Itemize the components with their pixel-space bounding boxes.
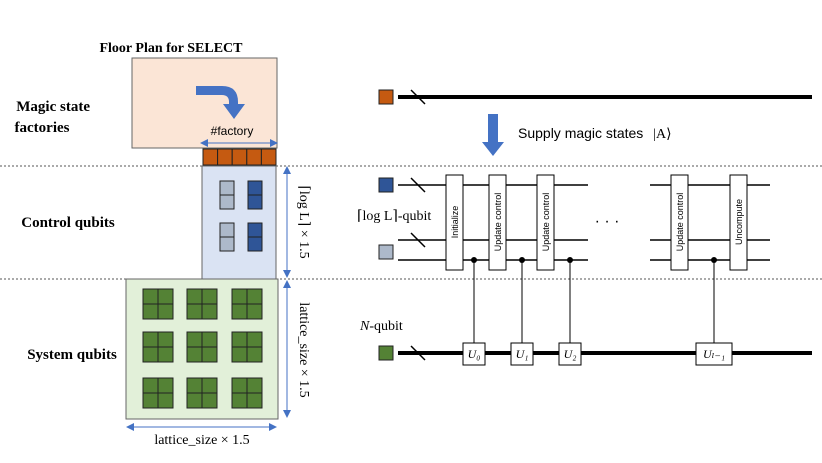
factory-output-cell xyxy=(246,148,262,166)
system-qubit-tile xyxy=(186,377,218,409)
controlled-unitary: U₁ xyxy=(510,257,534,366)
gate-update-control: Update control xyxy=(670,174,689,271)
ellipsis: · · · xyxy=(595,213,620,230)
system-qubit-tile xyxy=(231,331,263,363)
gate-label: Uncompute xyxy=(734,199,744,245)
system-qubit-tile xyxy=(142,331,174,363)
factory-output-cell xyxy=(260,148,277,166)
gate-initialize: Initialize xyxy=(445,174,464,271)
floorplan-title: Floor Plan for SELECT xyxy=(99,41,243,56)
unitary-box xyxy=(510,342,534,366)
unitary-label: U₂ xyxy=(564,347,577,361)
system-qubit-tile xyxy=(186,288,218,320)
gate-label: Update control xyxy=(493,193,503,252)
factory-output-cell xyxy=(217,148,233,166)
circuit-gates: Initialize Update control Update control Up… xyxy=(445,174,748,366)
factory-output-cell xyxy=(202,148,219,166)
bundle-slash xyxy=(410,89,426,105)
factory-output-cell xyxy=(231,148,248,166)
bundle-slash xyxy=(410,345,426,361)
magic-register-icon xyxy=(378,89,394,105)
supply-label: Supply magic states |A⟩ xyxy=(518,125,672,142)
gate-uncompute: Uncompute xyxy=(729,174,748,271)
supply-arrow-icon xyxy=(482,114,504,156)
factory-output-cells xyxy=(202,148,277,166)
gate-label: Initialize xyxy=(450,206,460,239)
controlled-unitary: U₀ xyxy=(462,257,486,366)
system-qubit-tile xyxy=(231,288,263,320)
system-qubit-tile xyxy=(142,377,174,409)
control-register-light-icon xyxy=(378,244,394,260)
system-register-icon xyxy=(378,345,394,361)
lattice-height-label: lattice_size × 1.5 xyxy=(296,302,311,397)
bundle-slash xyxy=(410,232,426,248)
row-label-system: System qubits xyxy=(27,347,117,363)
unitary-box xyxy=(462,342,486,366)
row-label-control: Control qubits xyxy=(21,215,115,231)
system-register-label: N-qubit xyxy=(359,319,403,334)
control-register-dark-icon xyxy=(378,177,394,193)
system-qubit-tile xyxy=(231,377,263,409)
unitary-box xyxy=(558,342,582,366)
gate-update-control: Update control xyxy=(536,174,555,271)
control-register-label: ⌈log L⌉-qubit xyxy=(357,209,431,224)
system-qubit-tile xyxy=(186,331,218,363)
system-qubit-tile xyxy=(142,288,174,320)
gate-label: Update control xyxy=(675,193,685,252)
factory-count-label: #factory xyxy=(211,124,254,138)
controlled-unitary: U₂ xyxy=(558,257,582,366)
row-label-magic: Magic state factories xyxy=(15,99,94,136)
unitary-label: Uₗ₋₁ xyxy=(703,347,725,361)
factory-arrow-icon xyxy=(196,86,245,119)
gate-label: Update control xyxy=(541,193,551,252)
gate-update-control: Update control xyxy=(488,174,507,271)
unitary-label: U₀ xyxy=(468,347,481,361)
lattice-width-label: lattice_size × 1.5 xyxy=(154,433,249,448)
factory-block xyxy=(131,57,278,149)
unitary-label: U₁ xyxy=(516,347,529,361)
bundle-slash xyxy=(410,177,426,193)
unitary-box xyxy=(695,342,733,366)
control-block xyxy=(201,165,277,280)
control-height-label: ⌈log L⌉ × 1.5 xyxy=(296,185,311,258)
controlled-unitary: Uₗ₋₁ xyxy=(695,257,733,366)
system-qubit-grid xyxy=(142,288,263,409)
